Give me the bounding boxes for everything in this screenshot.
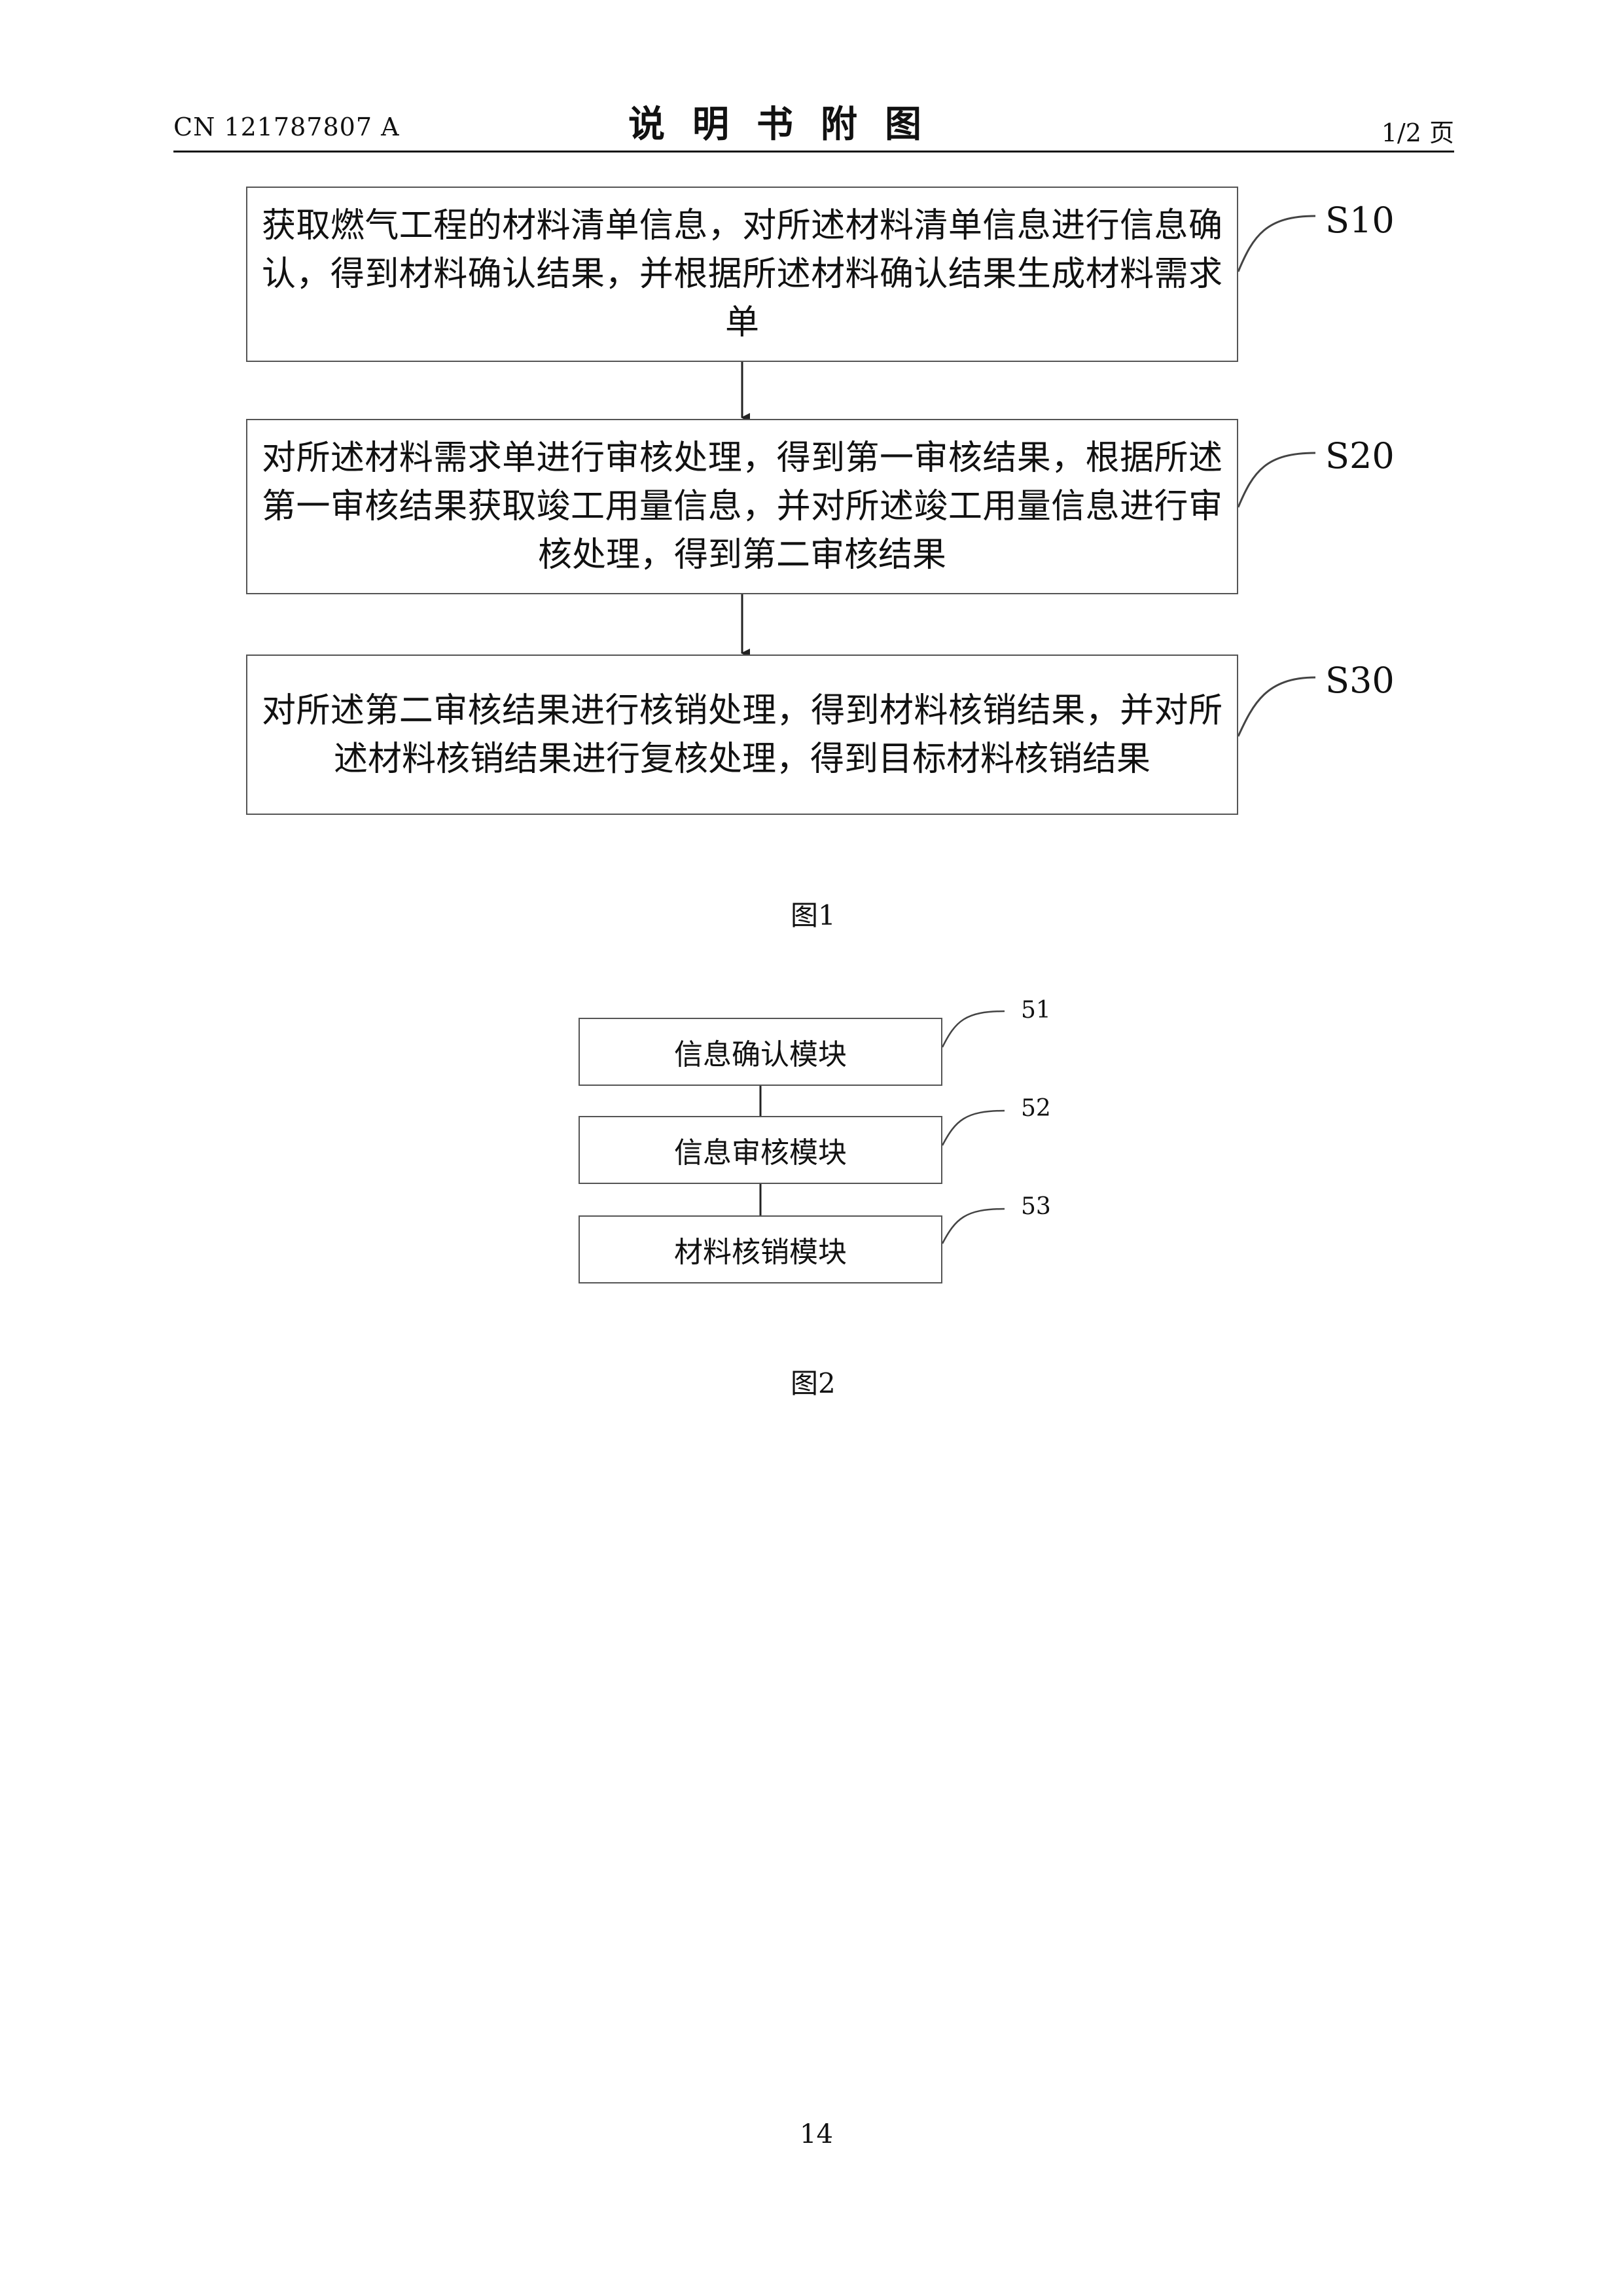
step-box-s20: 对所述材料需求单进行审核处理，得到第一审核结果，根据所述第一审核结果获取竣工用量… (246, 419, 1238, 594)
module-label-53: 53 (1021, 1193, 1051, 1220)
module-box-53: 材料核销模块 (579, 1215, 942, 1283)
leader-52 (942, 1111, 1005, 1145)
step-box-s30: 对所述第二审核结果进行核销处理，得到材料核销结果，并对所述材料核销结果进行复核处… (246, 655, 1238, 815)
page-number: 14 (800, 2119, 833, 2149)
leader-s20 (1238, 453, 1315, 507)
leader-51 (942, 1011, 1005, 1047)
step-label-s10: S10 (1325, 200, 1395, 241)
module-label-51: 51 (1021, 997, 1051, 1024)
step-label-s30: S30 (1325, 660, 1395, 701)
module-box-51: 信息确认模块 (579, 1018, 942, 1086)
step-box-s10: 获取燃气工程的材料清单信息，对所述材料清单信息进行信息确认，得到材料确认结果，并… (246, 187, 1238, 362)
module-box-52: 信息审核模块 (579, 1116, 942, 1184)
step-text-s10: 获取燃气工程的材料清单信息，对所述材料清单信息进行信息确认，得到材料确认结果，并… (262, 202, 1222, 347)
module-text-52: 信息审核模块 (674, 1129, 847, 1171)
leader-s30 (1238, 677, 1315, 736)
step-text-s20: 对所述材料需求单进行审核处理，得到第一审核结果，根据所述第一审核结果获取竣工用量… (262, 434, 1222, 579)
module-text-51: 信息确认模块 (674, 1031, 847, 1073)
figure-2-caption: 图2 (791, 1361, 836, 1401)
leader-53 (942, 1209, 1005, 1244)
module-text-53: 材料核销模块 (674, 1229, 847, 1270)
step-label-s20: S20 (1325, 435, 1395, 476)
module-label-52: 52 (1021, 1095, 1051, 1122)
figure-1-caption: 图1 (791, 893, 836, 933)
leader-s10 (1238, 216, 1315, 272)
step-text-s30: 对所述第二审核结果进行核销处理，得到材料核销结果，并对所述材料核销结果进行复核处… (262, 687, 1222, 783)
